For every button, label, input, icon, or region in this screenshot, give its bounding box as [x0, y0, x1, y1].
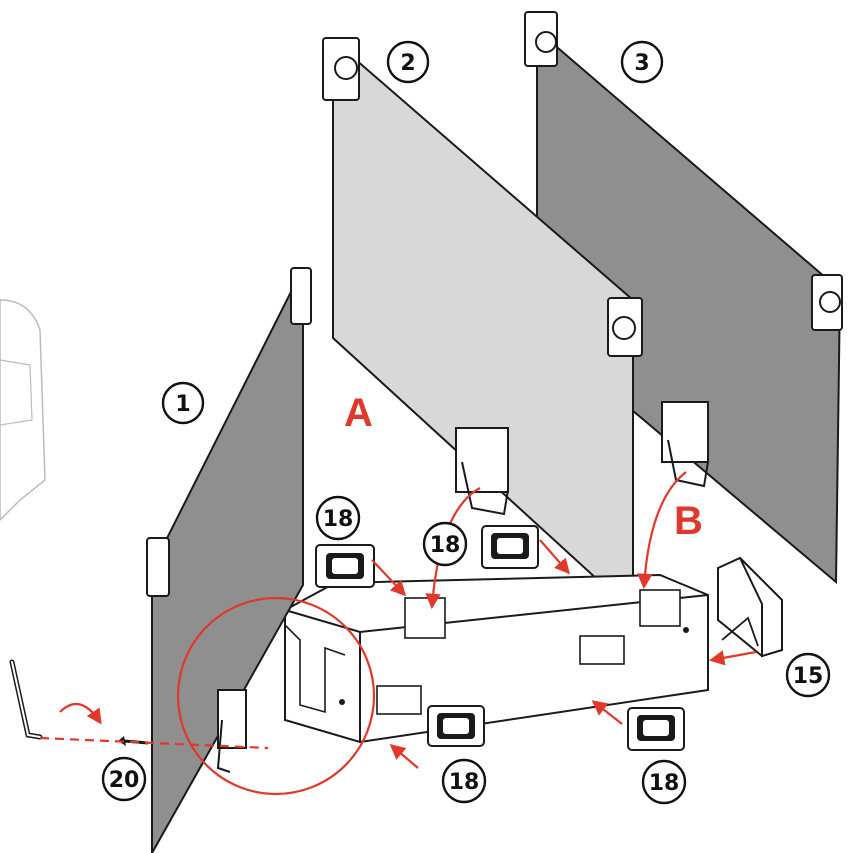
arrow-clip-center	[539, 539, 571, 575]
background-fixture	[0, 299, 46, 522]
clip-plate-front-right	[627, 707, 685, 751]
callout-18-left-top: 18	[315, 495, 361, 541]
clip-plate-left-top	[315, 544, 375, 588]
panel-1-foot	[217, 689, 247, 749]
svg-text:20: 20	[109, 768, 140, 793]
panel-1-side-bracket	[146, 537, 170, 597]
callout-18-front-left: 18	[441, 758, 487, 804]
panel-1-top-bracket	[290, 267, 312, 325]
arrow-end-cap	[708, 650, 757, 666]
panel-3-foot	[661, 401, 709, 463]
clip-plate-center	[481, 525, 539, 569]
svg-text:3: 3	[634, 51, 649, 76]
callout-18-center: 18	[422, 521, 468, 567]
svg-text:18: 18	[323, 507, 354, 532]
callout-1: 1	[161, 381, 205, 425]
arrow-clip-front-right	[591, 700, 623, 725]
arrow-clip-left-top	[371, 559, 407, 597]
detail-circle	[176, 596, 376, 796]
bolt-axis-line	[39, 736, 269, 750]
panel-1	[146, 267, 312, 853]
svg-text:18: 18	[430, 533, 461, 558]
svg-text:2: 2	[400, 51, 415, 76]
callout-2: 2	[386, 40, 430, 84]
callout-20: 20	[101, 756, 147, 802]
panel-2-foot	[455, 427, 509, 493]
hex-key	[9, 659, 43, 740]
end-cap	[717, 556, 783, 658]
callout-15: 15	[785, 652, 831, 698]
arrow-clip-front-left	[389, 744, 419, 769]
letter-a: A	[344, 391, 373, 435]
svg-text:15: 15	[793, 664, 824, 689]
callout-18-front-right: 18	[641, 759, 687, 805]
clip-plate-front-left	[427, 705, 485, 747]
svg-text:18: 18	[449, 770, 480, 795]
letter-b: B	[674, 499, 703, 543]
svg-text:18: 18	[649, 771, 680, 796]
svg-text:1: 1	[175, 392, 190, 417]
rotate-arrow	[59, 702, 102, 725]
arrow-panel3-to-base	[637, 471, 687, 590]
callout-3: 3	[620, 40, 664, 84]
